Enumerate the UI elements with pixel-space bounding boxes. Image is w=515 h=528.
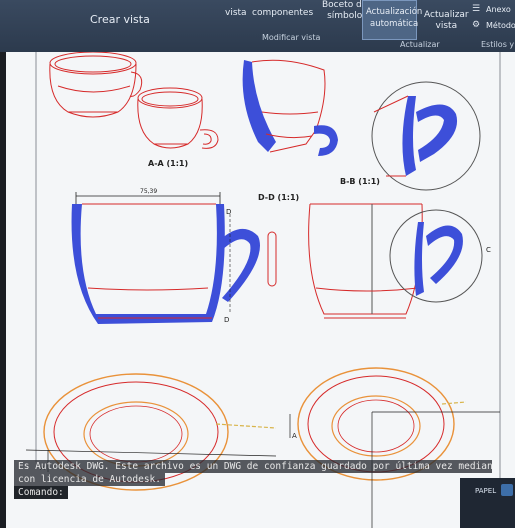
panel-label-actualizar: Actualizar — [400, 40, 440, 49]
dimension-width — [75, 192, 221, 204]
mark-d-top: D — [226, 208, 231, 216]
command-history-line1: Es Autodesk DWG. Este archivo es un DWG … — [14, 460, 492, 473]
cad-drawing: A-A (1:1) B-B (1:1) — [25, 52, 501, 528]
panel-label-estilos: Estilos y — [481, 40, 515, 49]
mark-a-right: A — [292, 432, 297, 440]
vista-button[interactable]: vista — [225, 8, 247, 18]
grid-icon[interactable] — [501, 484, 513, 496]
panel-label-modificar: Modificar vista — [262, 33, 321, 42]
dimension-width-label: 75,39 — [140, 188, 157, 195]
mark-c: C — [486, 246, 491, 254]
cup-section-view — [71, 203, 260, 324]
anexo-button[interactable]: Anexo — [486, 5, 511, 14]
actualizacion-line1: Actualización — [366, 7, 423, 17]
actualizar-line2: vista — [435, 21, 458, 31]
boceto-line1: Boceto de — [322, 0, 368, 10]
cup-iso-view-1 — [49, 52, 143, 118]
cup-iso-view-2 — [137, 87, 219, 149]
boceto-simbolo-button[interactable]: Boceto de símbolo — [322, 0, 367, 22]
section-label-bb: B-B (1:1) — [340, 177, 380, 186]
section-label-aa: A-A (1:1) — [148, 159, 188, 168]
metodo-button[interactable]: Método — [486, 21, 515, 30]
method-icon[interactable]: ⚙ — [472, 20, 481, 30]
command-history-line2: con licencia de Autodesk. — [14, 473, 165, 486]
command-line[interactable]: Es Autodesk DWG. Este archivo es un DWG … — [14, 460, 515, 528]
boceto-line2: símbolo — [327, 11, 363, 21]
section-label-dd: D-D (1:1) — [258, 193, 299, 202]
paper-space-toggle[interactable]: PAPEL — [475, 487, 497, 495]
mark-d-bottom: D — [224, 316, 229, 324]
crear-vista-button[interactable]: Crear vista — [90, 13, 150, 26]
detail-circle-c — [389, 209, 483, 303]
actualizacion-line2: automática — [370, 19, 419, 29]
actualizar-line1: Actualizar — [424, 10, 469, 20]
command-prompt[interactable]: Comando: — [14, 486, 68, 499]
detail-view-circle — [371, 81, 481, 191]
actualizacion-automatica-button[interactable]: Actualización automática — [362, 0, 422, 40]
drawing-sheet: A-A (1:1) B-B (1:1) — [6, 52, 515, 528]
componentes-button[interactable]: componentes — [252, 8, 314, 18]
cup-side-view-right — [308, 203, 423, 319]
actualizar-vista-button[interactable]: Actualizar vista — [424, 10, 469, 32]
attach-icon[interactable]: ☰ — [472, 4, 481, 14]
handle-section-dd — [267, 231, 277, 287]
ribbon-toolbar: Crear vista vista componentes Boceto de … — [0, 0, 515, 52]
cup-iso-section — [242, 59, 338, 156]
